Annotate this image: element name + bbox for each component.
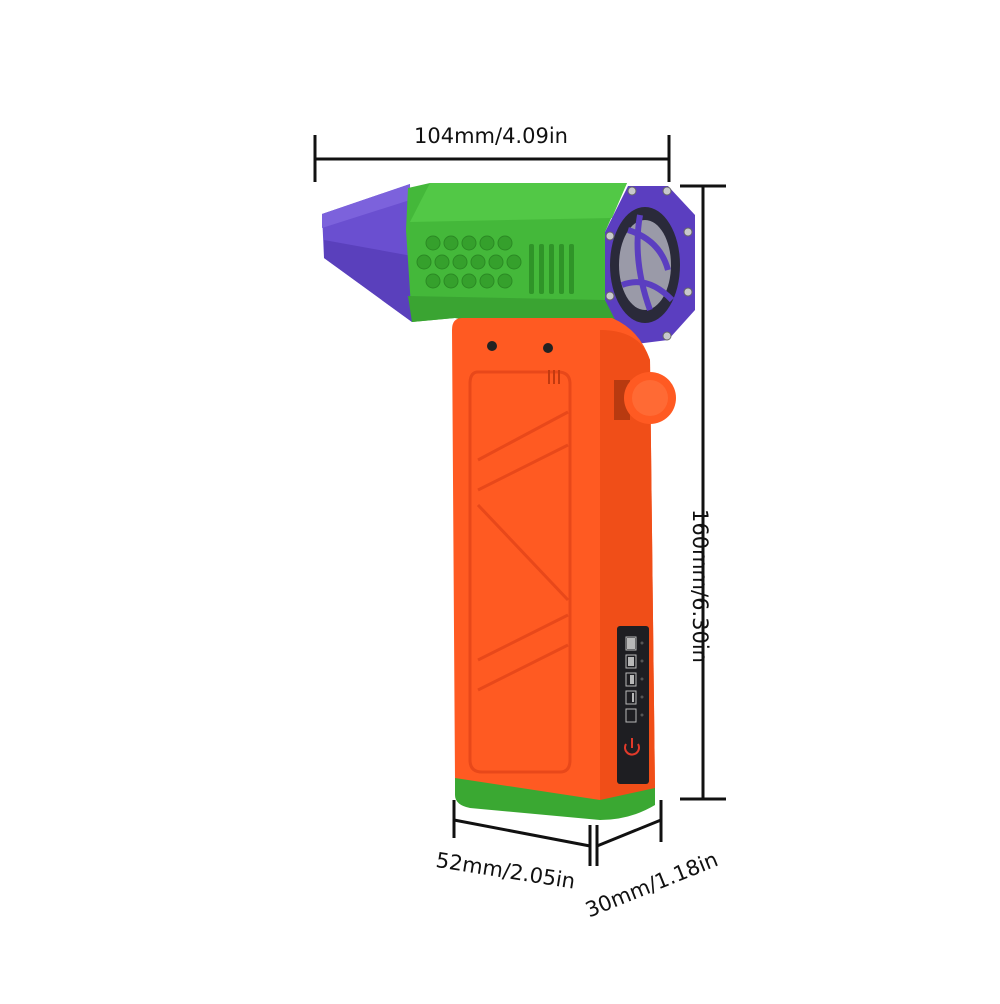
width-dimension-line bbox=[313, 135, 671, 182]
depth-dimension-line bbox=[595, 800, 663, 866]
screw bbox=[487, 341, 497, 351]
hex-vents bbox=[416, 235, 522, 289]
screw bbox=[543, 343, 553, 353]
battery-display bbox=[617, 626, 649, 784]
slot-vents bbox=[529, 244, 574, 294]
nozzle bbox=[322, 184, 412, 322]
height-label: 160mm/6.30in bbox=[688, 509, 712, 663]
power-icon bbox=[624, 738, 640, 756]
width-label: 104mm/4.09in bbox=[414, 124, 568, 148]
fan-blade-icon bbox=[620, 214, 675, 312]
height-dimension-line bbox=[680, 184, 726, 801]
base-band bbox=[455, 778, 655, 820]
base-width-dimension-line bbox=[452, 800, 592, 866]
speed-knob bbox=[614, 372, 676, 424]
fan-cover bbox=[605, 186, 695, 345]
